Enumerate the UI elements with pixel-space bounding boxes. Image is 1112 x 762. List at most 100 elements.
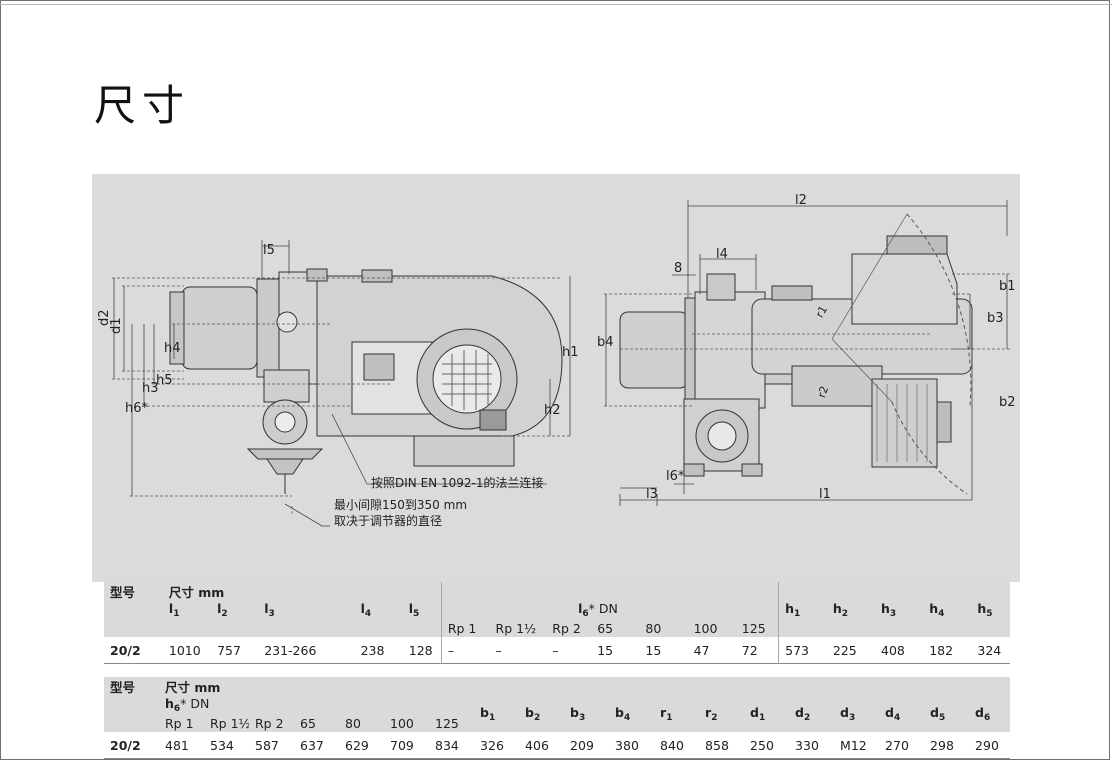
table-row: 20/2 481 534 587 637 629 709 834 326 406…: [104, 732, 1011, 759]
col-l2: l2: [211, 601, 259, 619]
col-l5: l5: [402, 601, 442, 619]
model-cell: 20/2: [110, 642, 141, 658]
col-d3: d3: [834, 696, 880, 732]
label-l3: l3: [646, 487, 658, 502]
cell-rp1-5: –: [495, 642, 502, 658]
page-title: 尺寸: [94, 81, 191, 130]
cell-l2: 757: [217, 642, 241, 658]
dn2-rp2: Rp 2: [249, 714, 294, 732]
left-flange: [256, 278, 280, 378]
dims-header: 尺寸 mm: [162, 582, 442, 601]
cell-l1: 1010: [168, 642, 201, 658]
cell-dn80: 15: [645, 642, 662, 658]
dn-80: 80: [639, 619, 688, 637]
burner-drawing-svg: d2 d1 h4 h5 h3 h6* l5 h1 h2 按照DIN EN 109…: [97, 193, 1016, 528]
col-b4: b4: [609, 696, 655, 732]
dn-rp1-5: Rp 1½: [489, 619, 547, 637]
dn2-80: 80: [339, 714, 384, 732]
cell2-d6: 290: [975, 737, 999, 753]
gap-note-line2: 取决于调节器的直径: [334, 513, 442, 528]
label-b2: b2: [999, 395, 1016, 410]
col-b2: b2: [519, 696, 565, 732]
col-l4: l4: [354, 601, 403, 619]
cell2-d1: 250: [750, 737, 774, 753]
model-cell-2: 20/2: [110, 737, 141, 753]
cell-h5: 324: [977, 642, 1002, 658]
label-h1: h1: [562, 345, 579, 360]
dn-rp2: Rp 2: [546, 619, 592, 637]
col-d5: d5: [924, 696, 970, 732]
label-b3: b3: [987, 311, 1004, 326]
dn-65: 65: [591, 619, 640, 637]
col-h4: h4: [923, 601, 972, 619]
col-h3: h3: [875, 601, 924, 619]
col-l3: l3: [258, 601, 355, 619]
label-d2: d2: [97, 309, 112, 326]
col-d6: d6: [969, 696, 1011, 732]
col-h5: h5: [971, 601, 1010, 619]
label-l4: l4: [716, 247, 728, 262]
cell2-rp1: 481: [165, 737, 189, 753]
cell2-dn100: 709: [390, 737, 414, 753]
right-motor: [871, 378, 938, 468]
col-b3: b3: [564, 696, 610, 732]
cell2-d4: 270: [885, 737, 909, 753]
cell-l3: 231-266: [264, 642, 317, 658]
col-h1: h1: [778, 601, 827, 619]
label-h2: h2: [544, 403, 561, 418]
col-r2: r2: [699, 696, 745, 732]
cell-dn65: 15: [597, 642, 614, 658]
cell2-dn65: 637: [300, 737, 324, 753]
type-header-2: 型号: [104, 677, 159, 696]
flange-note: 按照DIN EN 1092-1的法兰连接: [371, 475, 543, 490]
cell-h1: 573: [778, 637, 827, 664]
dn-100: 100: [687, 619, 736, 637]
cell2-b3: 209: [570, 737, 594, 753]
cell-h3: 408: [881, 642, 905, 658]
label-h5: h5: [156, 373, 173, 388]
left-blast-tube: [181, 286, 258, 370]
cell-h2: 225: [832, 642, 857, 658]
col-b1: b1: [474, 696, 520, 732]
label-b4: b4: [597, 335, 614, 350]
label-8: 8: [674, 261, 682, 276]
col-d4: d4: [879, 696, 925, 732]
cell-rp2: –: [552, 642, 559, 658]
label-l1: l1: [819, 487, 831, 502]
right-blast-tube: [619, 311, 689, 389]
cell2-dn80: 629: [345, 737, 369, 753]
dn2-65: 65: [294, 714, 339, 732]
label-h4: h4: [164, 341, 181, 356]
cell-dn125: 72: [741, 642, 758, 658]
label-h6: h6*: [125, 401, 149, 416]
label-l5: l5: [263, 243, 275, 258]
cell2-dn125: 834: [435, 737, 459, 753]
dimension-drawing: d2 d1 h4 h5 h3 h6* l5 h1 h2 按照DIN EN 109…: [92, 174, 1020, 582]
label-r2: r2: [815, 384, 831, 399]
dn-rp1: Rp 1: [440, 619, 490, 637]
dn2-100: 100: [384, 714, 429, 732]
cell2-rp2: 587: [255, 737, 279, 753]
cell-dn100: 47: [693, 642, 710, 658]
cell2-r1: 840: [660, 737, 684, 753]
col-r1: r1: [654, 696, 700, 732]
label-d1: d1: [109, 317, 124, 334]
dims-header-2: 尺寸 mm: [159, 677, 475, 696]
dn2-rp1-5: Rp 1½: [204, 714, 249, 732]
col-d1: d1: [744, 696, 790, 732]
dn2-125: 125: [429, 714, 475, 732]
spec-table-2: 型号 尺寸 mm h6* DN b1 b2 b3 b4 r1 r2 d1 d2 …: [104, 677, 1011, 759]
cell2-d5: 298: [930, 737, 954, 753]
col-h2: h2: [826, 601, 875, 619]
label-l2: l2: [795, 193, 807, 208]
label-l6: l6*: [666, 469, 685, 484]
cell2-rp1-5: 534: [210, 737, 234, 753]
label-r1: r1: [813, 303, 830, 319]
type-header: 型号: [104, 582, 163, 601]
col-l1: l1: [162, 601, 212, 619]
cell2-b1: 326: [480, 737, 504, 753]
col-l6-dn: l6* DN: [440, 601, 779, 619]
cell2-d2: 330: [795, 737, 819, 753]
cell2-b4: 380: [615, 737, 639, 753]
